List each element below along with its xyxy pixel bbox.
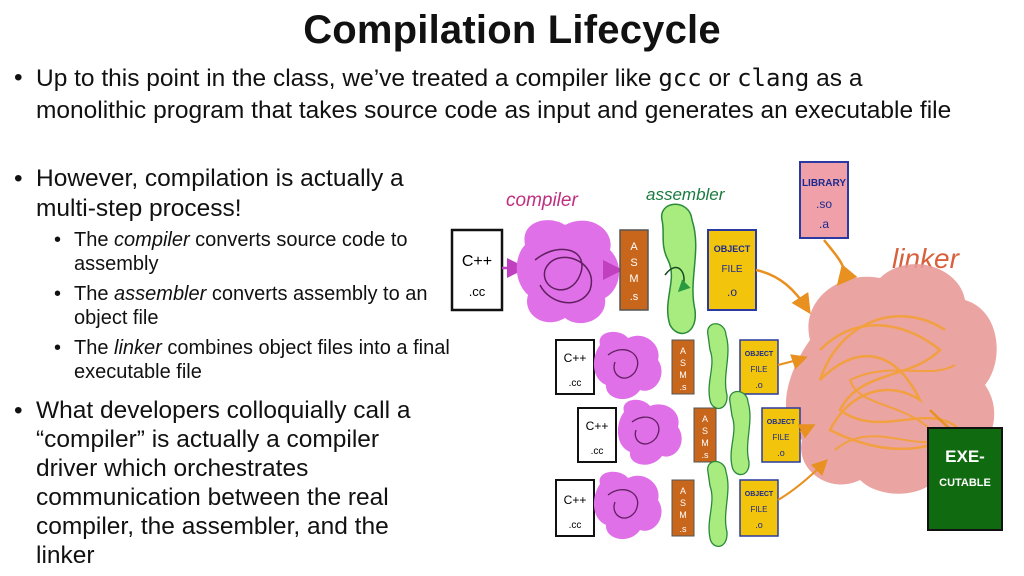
- svg-text:M: M: [679, 370, 687, 380]
- svg-text:.s: .s: [679, 524, 687, 534]
- svg-text:.s: .s: [701, 450, 709, 460]
- svg-text:S: S: [702, 426, 708, 436]
- svg-text:CUTABLE: CUTABLE: [939, 477, 991, 489]
- svg-text:A: A: [630, 241, 638, 253]
- svg-text:.cc: .cc: [591, 446, 604, 457]
- svg-text:M: M: [701, 438, 709, 448]
- svg-text:EXE-: EXE-: [945, 447, 985, 466]
- bullet-dot: •: [14, 397, 23, 424]
- svg-text:C++: C++: [586, 419, 609, 433]
- bullet-text: Up to this point in the class, we’ve tre…: [36, 64, 952, 124]
- bullet-text: What developers colloquially call a “com…: [36, 397, 411, 569]
- compilation-diagram: compiler assembler linker LIBRARY .so .a…: [450, 161, 1003, 547]
- bullet-dot: •: [14, 165, 23, 192]
- pipeline-row-2: C++ .cc A S M .s OBJECT FILE .o: [555, 323, 808, 410]
- svg-text:OBJECT: OBJECT: [745, 491, 774, 498]
- sub-bullet-compiler: • The compiler converts source code to a…: [54, 229, 408, 275]
- bullet-driver: • What developers colloquially call a “c…: [14, 396, 434, 570]
- bullet-dot: •: [14, 64, 23, 91]
- svg-text:M: M: [679, 510, 687, 520]
- pipeline-row-3: C++ .cc A S M .s OBJECT FILE .o: [577, 390, 816, 476]
- bullet-multistep: • However, compilation is actually a mul…: [14, 164, 454, 224]
- svg-text:A: A: [680, 486, 686, 496]
- svg-text:FILE: FILE: [751, 365, 768, 374]
- svg-text:C++: C++: [462, 253, 492, 270]
- svg-text:M: M: [629, 273, 638, 285]
- bullet-text: However, compilation is actually a multi…: [36, 165, 404, 222]
- svg-text:.o: .o: [755, 520, 763, 530]
- svg-text:.cc: .cc: [469, 284, 486, 299]
- code-clang: clang: [737, 64, 810, 92]
- term-compiler: compiler: [114, 229, 190, 251]
- svg-text:.o: .o: [777, 448, 785, 458]
- svg-text:.so: .so: [816, 197, 832, 211]
- svg-text:A: A: [680, 346, 686, 356]
- svg-text:.cc: .cc: [569, 520, 582, 531]
- svg-text:C++: C++: [564, 351, 587, 365]
- assembler-blob-main: [661, 203, 697, 335]
- svg-text:S: S: [680, 358, 686, 368]
- sub-bullet-linker: • The linker combines object files into …: [54, 337, 450, 383]
- library-box: LIBRARY .so .a: [799, 161, 849, 239]
- sub-bullet-list: • The compiler converts source code to a…: [54, 228, 454, 390]
- svg-text:FILE: FILE: [773, 433, 790, 442]
- code-gcc: gcc: [658, 64, 702, 92]
- svg-text:FILE: FILE: [721, 264, 742, 275]
- svg-text:S: S: [680, 498, 686, 508]
- executable-box: EXE- CUTABLE: [927, 427, 1003, 531]
- svg-text:.s: .s: [679, 382, 687, 392]
- asm-box-main: A S M .s: [619, 229, 649, 311]
- svg-text:LIBRARY: LIBRARY: [802, 178, 846, 189]
- svg-text:.o: .o: [727, 285, 737, 299]
- bullet-monolithic: • Up to this point in the class, we’ve t…: [14, 62, 964, 127]
- svg-text:FILE: FILE: [751, 505, 768, 514]
- svg-text:.s: .s: [630, 291, 639, 303]
- svg-text:OBJECT: OBJECT: [714, 244, 751, 254]
- svg-text:S: S: [630, 257, 637, 269]
- svg-text:C++: C++: [564, 493, 587, 507]
- svg-text:.a: .a: [819, 217, 829, 231]
- svg-text:.o: .o: [755, 380, 763, 390]
- source-file-main: C++ .cc: [450, 228, 504, 312]
- term-assembler: assembler: [114, 283, 207, 305]
- term-linker: linker: [114, 337, 162, 359]
- pipeline-row-4: C++ .cc A S M .s OBJECT FILE .o: [555, 459, 828, 547]
- svg-text:OBJECT: OBJECT: [767, 419, 796, 426]
- sub-bullet-assembler: • The assembler converts assembly to an …: [54, 283, 428, 329]
- pipeline-row-main: C++ .cc A S M .s OBJECT FILE .o: [450, 203, 811, 335]
- page-title: Compilation Lifecycle: [303, 8, 721, 52]
- compiler-blob-main: [516, 220, 620, 324]
- svg-text:.cc: .cc: [569, 378, 582, 389]
- compiler-label: compiler: [506, 190, 578, 211]
- svg-text:A: A: [702, 414, 708, 424]
- svg-text:OBJECT: OBJECT: [745, 351, 774, 358]
- assembler-label: assembler: [646, 185, 726, 204]
- object-box-main: OBJECT FILE .o: [707, 229, 757, 311]
